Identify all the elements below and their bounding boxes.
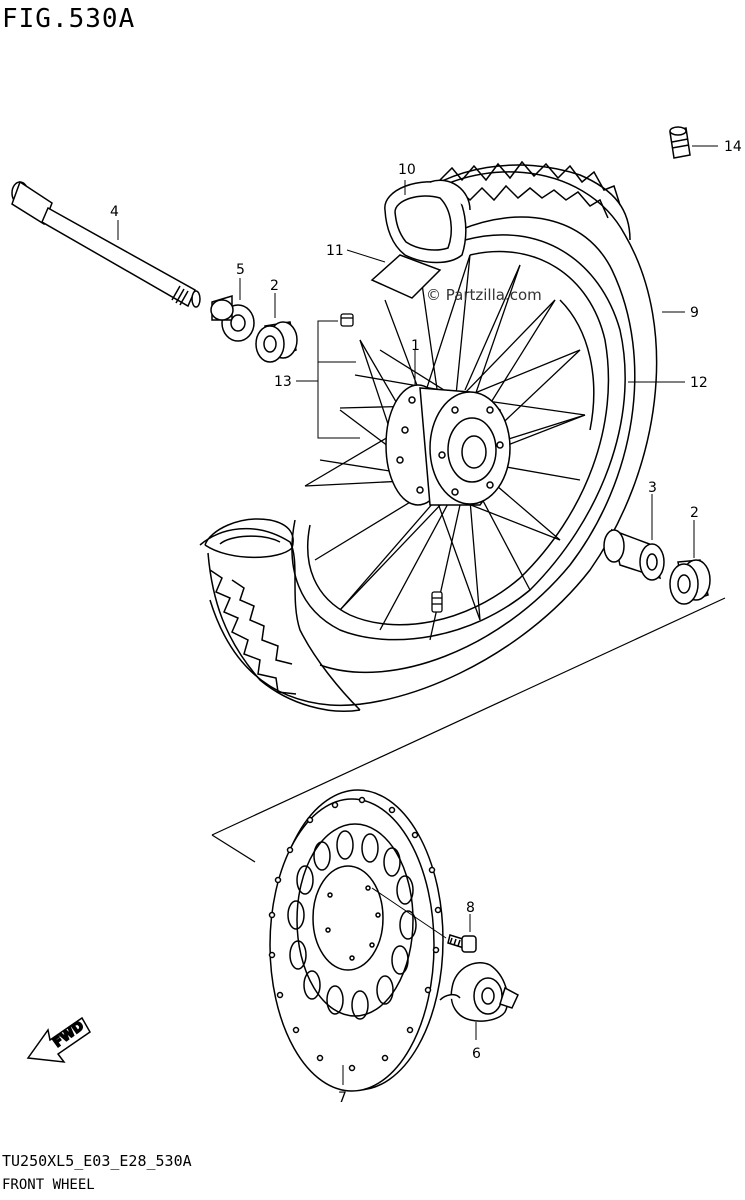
- spacer[interactable]: [210, 294, 255, 342]
- figure-title: FIG.530A: [2, 4, 136, 34]
- valve-cap[interactable]: [669, 126, 691, 159]
- assembly-guide-lines: [211, 597, 726, 863]
- hub-cover[interactable]: [439, 962, 519, 1022]
- axle[interactable]: [11, 180, 201, 308]
- spoke-nipple[interactable]: [340, 313, 354, 327]
- callout-6[interactable]: 6: [472, 1046, 481, 1062]
- forward-direction-arrow: FWD: [26, 1016, 91, 1063]
- callout-7[interactable]: 7: [338, 1090, 347, 1106]
- valve-stem[interactable]: [431, 591, 443, 613]
- bearing-left[interactable]: [255, 321, 298, 363]
- callout-2-left[interactable]: 2: [270, 278, 279, 294]
- callout-10[interactable]: 10: [398, 162, 416, 178]
- callout-12[interactable]: 12: [690, 375, 708, 391]
- figure-subtitle: FRONT WHEEL: [2, 1177, 95, 1193]
- disc-bolt[interactable]: [447, 934, 477, 953]
- callout-4[interactable]: 4: [110, 204, 119, 220]
- callout-3[interactable]: 3: [648, 480, 657, 496]
- callout-1[interactable]: 1: [411, 338, 420, 354]
- tube[interactable]: [384, 179, 471, 264]
- bearing-right[interactable]: [669, 559, 711, 605]
- callout-2-right[interactable]: 2: [690, 505, 699, 521]
- spokes[interactable]: [304, 254, 586, 641]
- callout-14[interactable]: 14: [724, 139, 742, 155]
- figure-code: TU250XL5_E03_E28_530A: [2, 1152, 192, 1170]
- rim-band[interactable]: [370, 254, 442, 299]
- callout-11[interactable]: 11: [326, 243, 344, 259]
- spacer-right[interactable]: [603, 528, 665, 581]
- callout-13[interactable]: 13: [274, 374, 292, 390]
- callout-5[interactable]: 5: [236, 262, 245, 278]
- callout-9[interactable]: 9: [690, 305, 699, 321]
- watermark: © Partzilla.com: [426, 286, 542, 304]
- callout-8[interactable]: 8: [466, 900, 475, 916]
- hub[interactable]: [385, 384, 511, 506]
- brake-disc[interactable]: [268, 789, 444, 1092]
- leader-lines: [117, 145, 718, 1085]
- rim[interactable]: [291, 234, 626, 641]
